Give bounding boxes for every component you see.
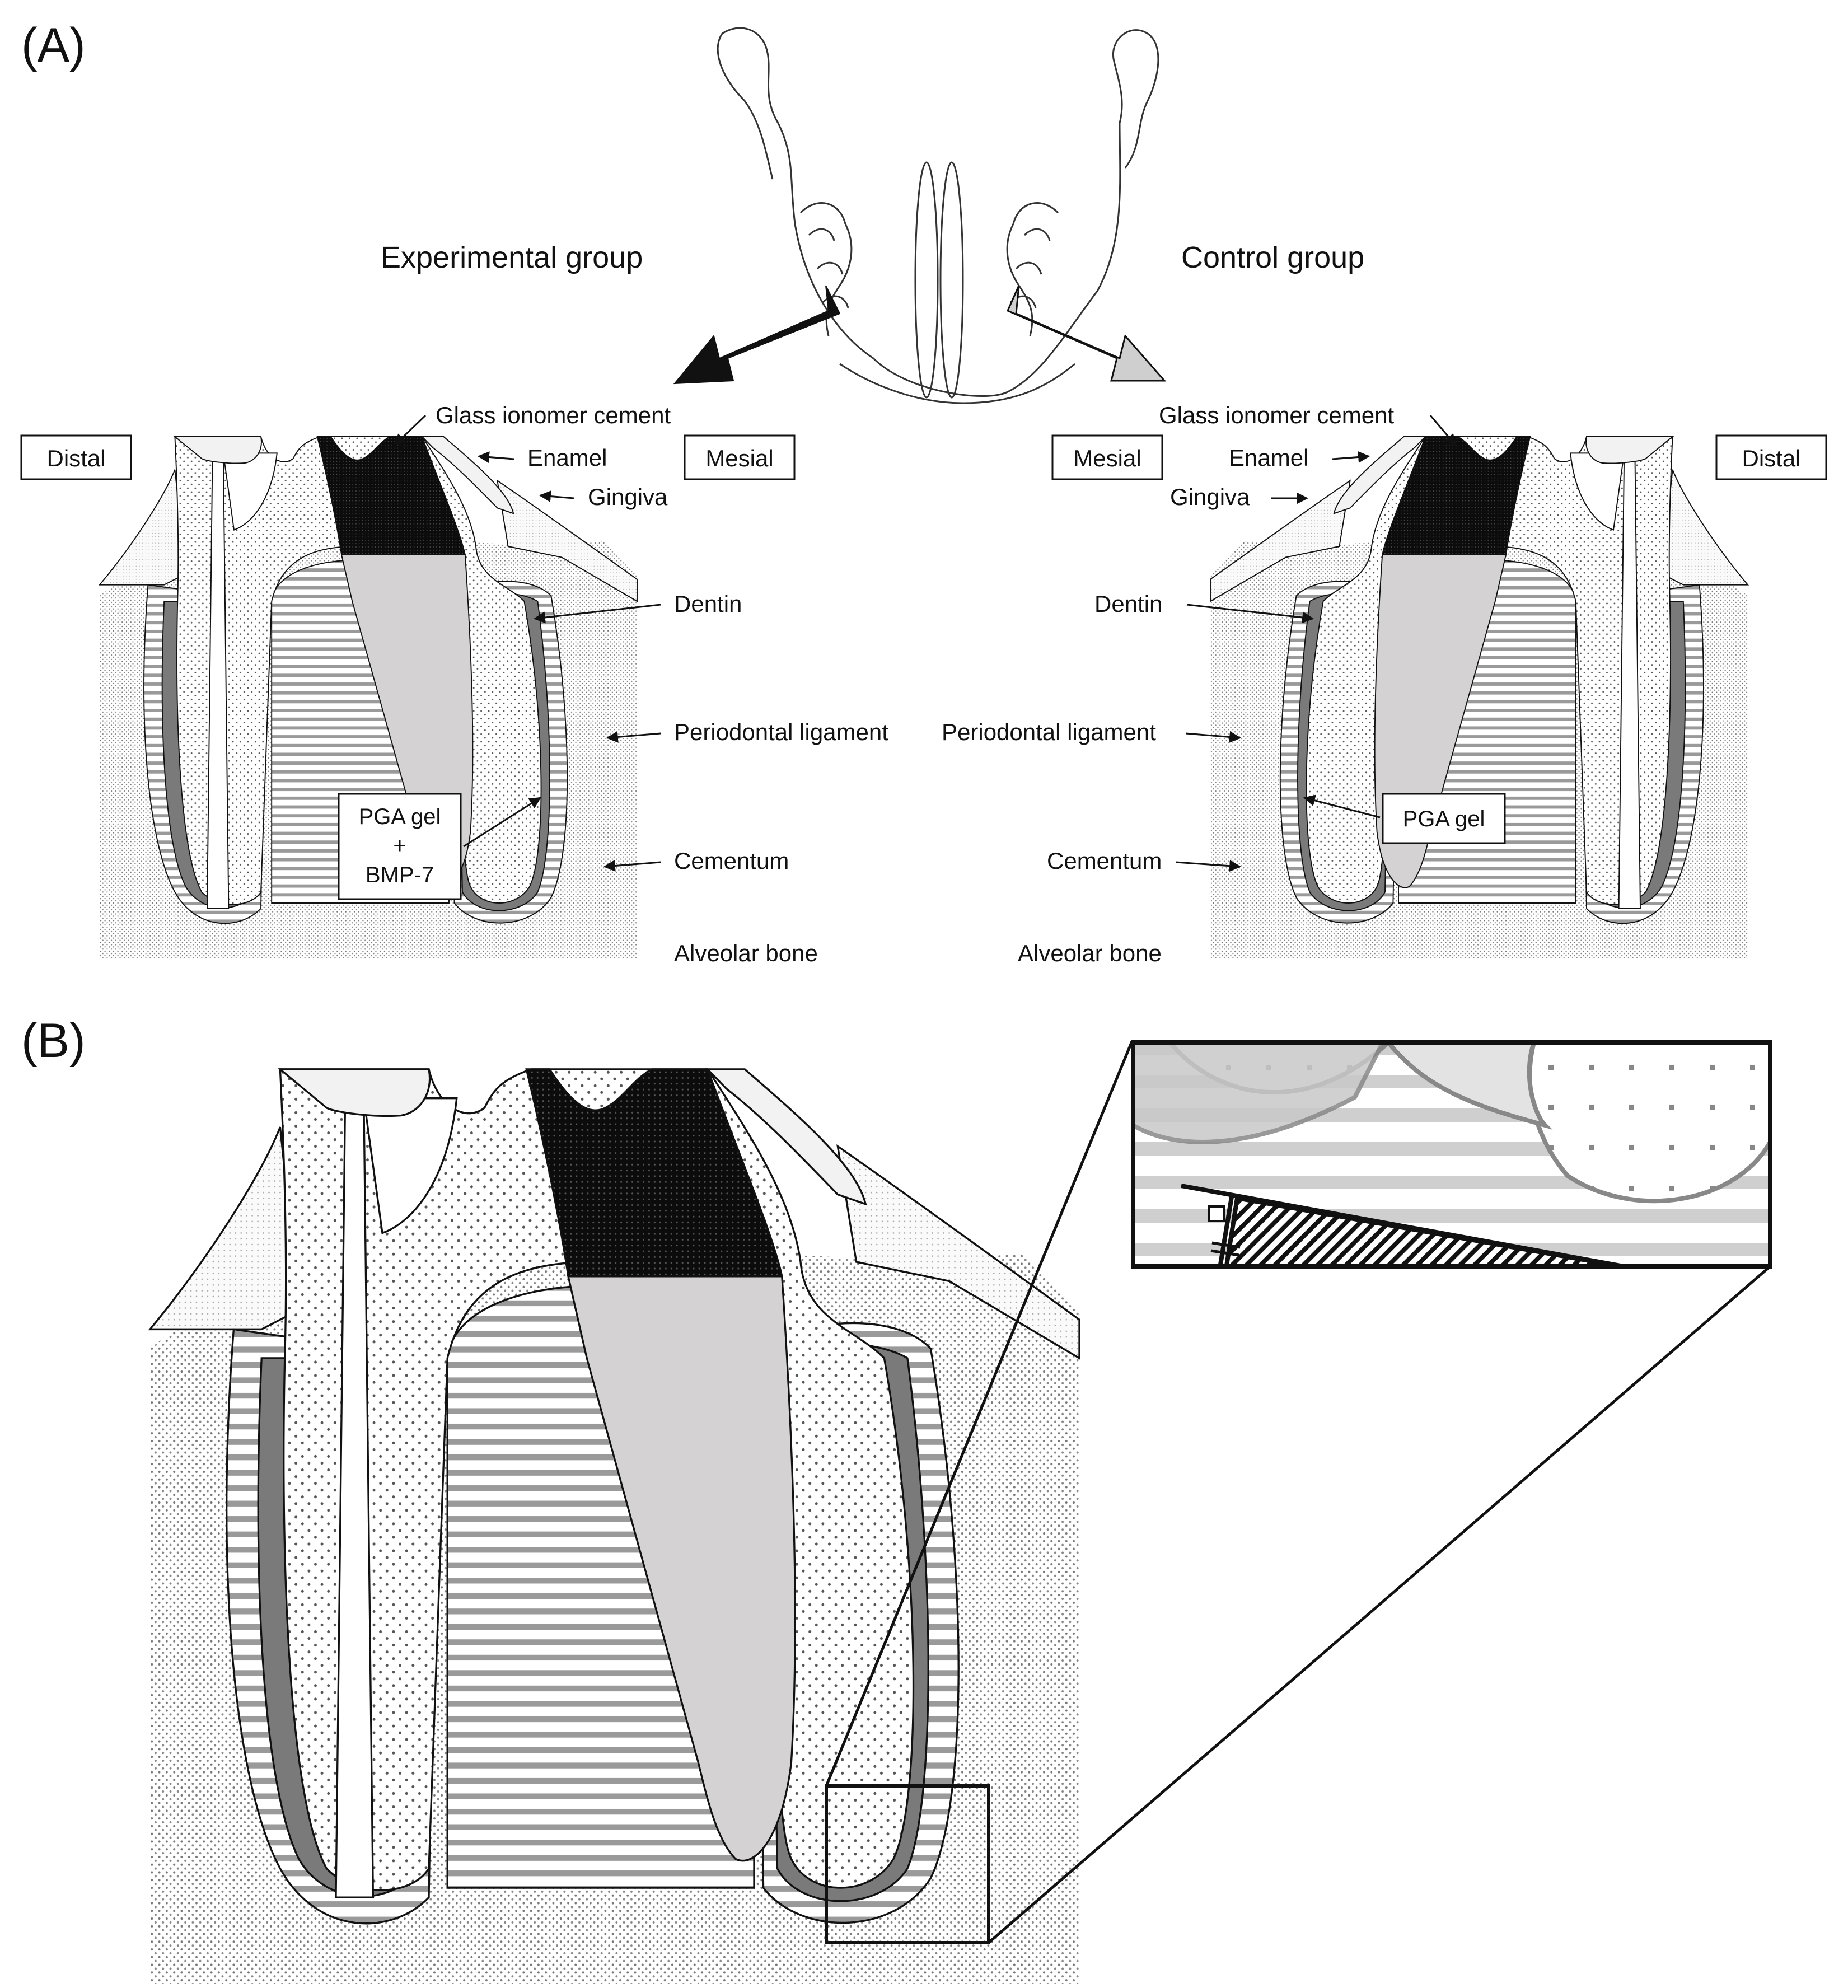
control-enamel-label: Enamel — [1229, 445, 1308, 471]
zoom-region-box — [825, 1784, 990, 1944]
control-labels: Mesial Distal Glass ionomer cement Ename… — [942, 402, 1827, 966]
experimental-group-title: Experimental group — [381, 241, 643, 274]
control-distal-label: Distal — [1742, 445, 1800, 471]
control-gel-label: PGA gel — [1403, 807, 1485, 831]
experimental-cementum-label: Cementum — [674, 848, 789, 874]
control-dentin-label: Dentin — [1094, 591, 1162, 617]
experimental-gel-label-line1: PGA gel — [359, 804, 441, 829]
experimental-arrow — [673, 285, 841, 385]
control-bone-label: Alveolar bone — [1018, 940, 1162, 966]
panel-a-letter: (A) — [21, 18, 86, 72]
control-group-title: Control group — [1181, 241, 1364, 274]
experimental-labels: Distal Mesial Glass ionomer cement Ename… — [20, 402, 888, 966]
experimental-distal-label: Distal — [46, 445, 105, 471]
magnified-inset — [1131, 1040, 1772, 1269]
control-pdl-label: Periodontal ligament — [942, 719, 1156, 745]
experimental-enamel-label: Enamel — [527, 445, 607, 471]
experimental-pdl-label: Periodontal ligament — [674, 719, 888, 745]
large-molar — [149, 1068, 1080, 1985]
mandible-illustration — [717, 27, 1159, 404]
control-arrow — [1007, 285, 1167, 382]
experimental-dentin-label: Dentin — [674, 591, 742, 617]
control-molar — [1210, 436, 1748, 958]
control-mesial-label: Mesial — [1073, 445, 1141, 471]
panel-b-letter: (B) — [21, 1014, 86, 1068]
experimental-mesial-label: Mesial — [705, 445, 773, 471]
experimental-bone-label: Alveolar bone — [674, 940, 818, 966]
control-gingiva-label: Gingiva — [1170, 484, 1250, 510]
experimental-gel-label-line3: BMP-7 — [366, 863, 434, 887]
experimental-gingiva-label: Gingiva — [588, 484, 668, 510]
experimental-glass-ionomer-label: Glass ionomer cement — [436, 402, 671, 428]
experimental-gel-label-line2: + — [393, 834, 406, 858]
control-cementum-label: Cementum — [1047, 848, 1162, 874]
control-glass-ionomer-label: Glass ionomer cement — [1159, 402, 1394, 428]
